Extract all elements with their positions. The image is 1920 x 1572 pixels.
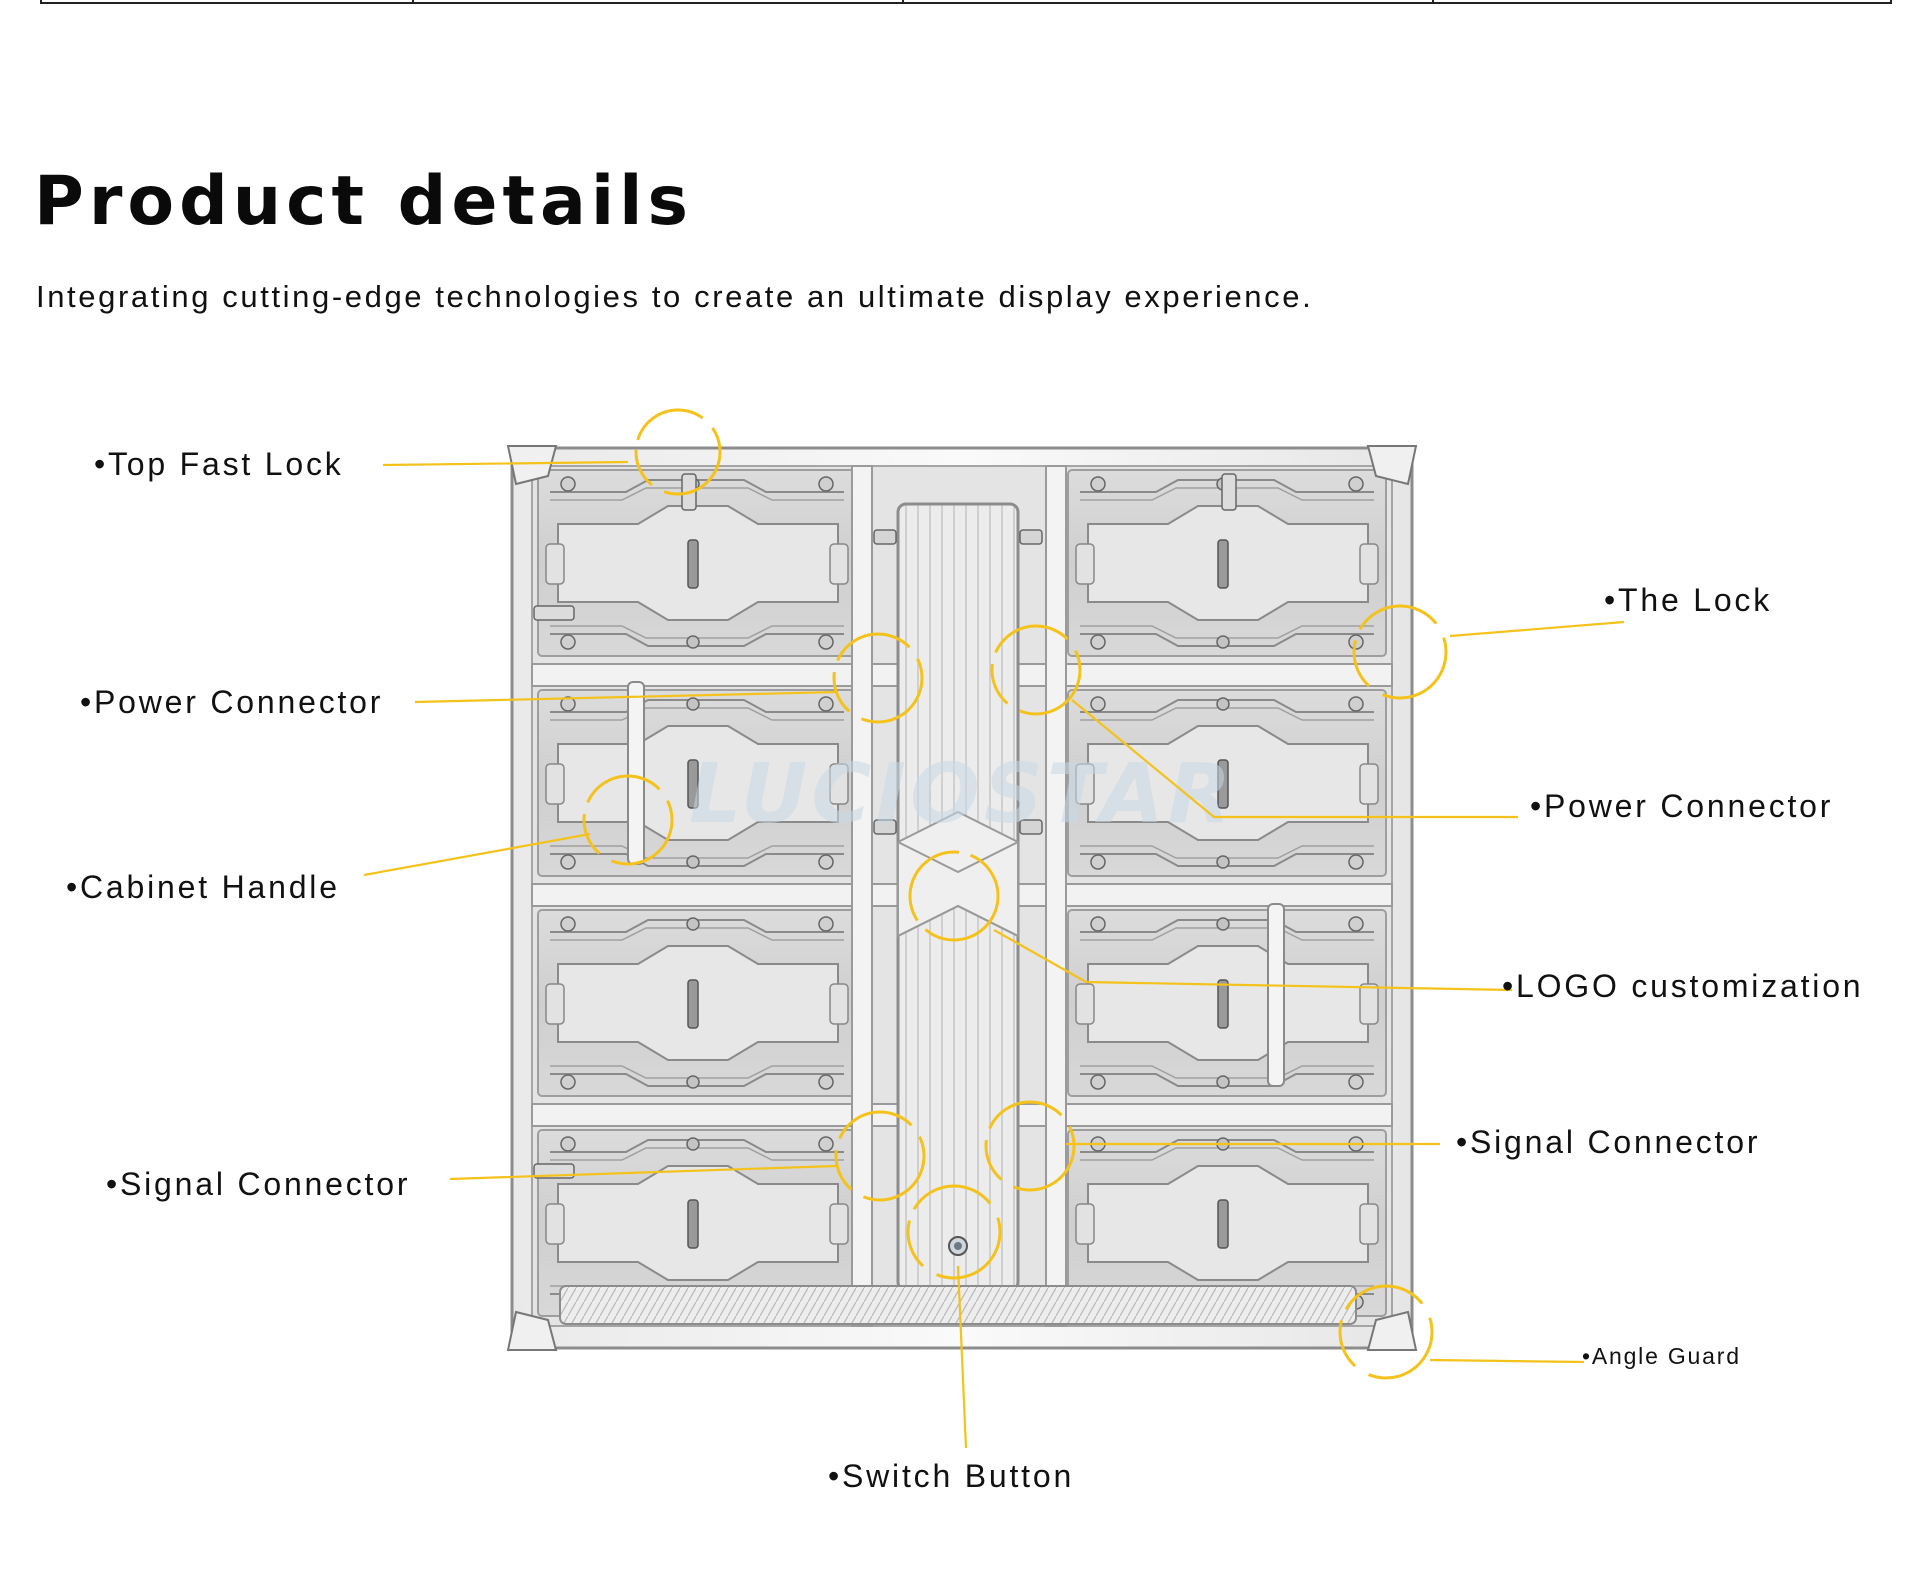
callout-power-connector-left: •Power Connector: [80, 684, 384, 720]
callout-circles: [582, 408, 1448, 1380]
table-divider: [1432, 0, 1434, 4]
table-divider: [412, 0, 414, 4]
cabinet-handles: [627, 681, 1285, 1087]
watermark: LUCIOSTAR: [689, 747, 1235, 842]
corner-guards: [506, 445, 1418, 1351]
callout-cabinet-handle: •Cabinet Handle: [66, 869, 340, 905]
callout-signal-connector-left: •Signal Connector: [106, 1166, 411, 1202]
bottom-bar: [559, 1285, 1357, 1325]
callout-switch-button: •Switch Button: [828, 1458, 1075, 1494]
page-subtitle: Integrating cutting-edge technologies to…: [36, 279, 1314, 314]
callout-the-lock: •The Lock: [1604, 582, 1773, 618]
vertical-bars: [851, 465, 1067, 1327]
callout-top-fast-lock: •Top Fast Lock: [94, 446, 344, 482]
table-remnant: [40, 0, 1892, 4]
callout-signal-connector-right: •Signal Connector: [1456, 1124, 1761, 1160]
page-title: Product details: [34, 162, 693, 241]
table-divider: [902, 0, 904, 4]
callout-power-connector-right: •Power Connector: [1530, 788, 1834, 824]
callout-logo-customization: •LOGO customization: [1502, 968, 1864, 1004]
leader-lines: [363, 460, 1625, 1449]
side-locks: [533, 473, 1237, 1179]
callout-angle-guard: •Angle Guard: [1582, 1343, 1741, 1369]
power-box: [873, 502, 1043, 1292]
